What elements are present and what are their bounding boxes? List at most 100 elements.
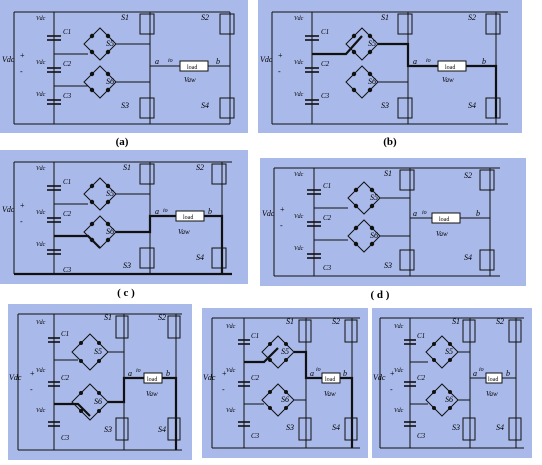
plus-c: + xyxy=(20,201,25,210)
s5-f: S5 xyxy=(281,347,289,356)
minus-b: - xyxy=(278,67,281,76)
vdc-half-top-d: Vdc xyxy=(294,172,304,178)
vdc-half-bot-c: Vdc xyxy=(36,242,46,248)
s3-b: S3 xyxy=(381,101,389,110)
vdc-half-mid-g: Vdc xyxy=(394,368,404,374)
node-a-e: a xyxy=(128,369,132,378)
load-label-g: load xyxy=(488,377,498,383)
s5-e: S5 xyxy=(94,347,102,356)
s6-f: S6 xyxy=(281,395,289,404)
s1-d: S1 xyxy=(384,169,392,178)
plus-d: + xyxy=(280,205,285,214)
current-e: io xyxy=(136,368,141,374)
c3-d: C3 xyxy=(323,264,332,272)
c1-g: C1 xyxy=(417,332,425,340)
vdc-half-top-f: Vdc xyxy=(226,324,236,330)
load-label-d: load xyxy=(439,217,449,223)
s6-b: S6 xyxy=(368,77,376,86)
vdc-label-e: Vdc xyxy=(9,373,22,382)
circuit-panel-e: load Vdc + - Vdc Vdc Vdc C1 C2 C3 S1 S2 … xyxy=(8,304,192,460)
current-d: io xyxy=(422,210,427,216)
s1-c: S1 xyxy=(123,163,131,172)
s1-a: S1 xyxy=(121,13,129,22)
s1-f: S1 xyxy=(286,317,294,326)
circuit-panel-f: load Vdc + - Vdc Vdc Vdc C1 C2 C3 S1 S2 … xyxy=(202,308,368,458)
s4-g: S4 xyxy=(496,423,504,432)
minus-c: - xyxy=(20,217,23,226)
vdc-half-bot-e: Vdc xyxy=(36,408,46,414)
c2-b: C2 xyxy=(321,60,330,68)
circuit-f-svg: load Vdc + - Vdc Vdc Vdc C1 C2 C3 S1 S2 … xyxy=(203,317,360,449)
circuit-b-svg: load Vdc + - Vdc Vdc Vdc C1 C2 C3 S1 S2 … xyxy=(260,11,508,125)
node-a-f: a xyxy=(310,369,314,378)
c1-c: C1 xyxy=(63,178,71,186)
vaw-c: Vaw xyxy=(178,228,190,236)
vdc-half-bot-g: Vdc xyxy=(394,408,404,414)
load-a xyxy=(179,60,209,72)
vdc-half-bot-b: Vdc xyxy=(294,92,304,98)
current-g: io xyxy=(479,367,484,373)
s4-d: S4 xyxy=(464,253,472,262)
circuit-panel-c: load Vdc + - Vdc Vdc Vdc C1 C2 C3 S1 S2 … xyxy=(0,150,248,284)
vdc-half-top-a: Vdc xyxy=(36,16,46,22)
plus-e: + xyxy=(30,369,35,378)
load-label-f: load xyxy=(325,377,335,383)
s1-e: S1 xyxy=(104,313,112,322)
vdc-half-mid-d: Vdc xyxy=(294,214,304,220)
current-f: io xyxy=(316,367,321,373)
vdc-label-a: Vdc xyxy=(2,55,15,64)
s4-c: S4 xyxy=(196,253,204,262)
vdc-half-top-e: Vdc xyxy=(36,320,46,326)
circuit-c-svg: load Vdc + - Vdc Vdc Vdc C1 C2 C3 S1 S2 … xyxy=(2,161,232,276)
minus-f: - xyxy=(222,385,225,394)
c2-e: C2 xyxy=(61,374,70,382)
s2-c: S2 xyxy=(196,163,204,172)
vaw-g: Vaw xyxy=(486,390,498,398)
s1-b: S1 xyxy=(381,13,389,22)
s6-a: S6 xyxy=(106,77,114,86)
s2-e: S2 xyxy=(158,313,166,322)
vdc-half-top-b: Vdc xyxy=(294,16,304,22)
s4-f: S4 xyxy=(332,423,340,432)
minus-d: - xyxy=(280,221,283,230)
node-a-c: a xyxy=(155,207,159,216)
circuit-g-svg: load Vdc + - Vdc Vdc Vdc C1 C2 C3 S1 S2 … xyxy=(373,317,524,449)
node-a-g: a xyxy=(473,369,477,378)
c2-g: C2 xyxy=(417,374,426,382)
s5-g: S5 xyxy=(445,347,453,356)
vdc-half-bot-d: Vdc xyxy=(294,246,304,252)
vaw-b: Vaw xyxy=(442,76,454,84)
circuit-panel-d: load Vdc + - Vdc Vdc Vdc C1 C2 C3 S1 S2 … xyxy=(260,158,526,286)
circuit-a-svg: load Vdc + - Vdc Vdc Vdc C1 C2 C3 S1 S2 … xyxy=(2,11,235,125)
load-label-a: load xyxy=(187,65,197,71)
s2-d: S2 xyxy=(464,171,472,180)
minus-e: - xyxy=(30,385,33,394)
vaw-f: Vaw xyxy=(324,390,336,398)
caption-b: (b) xyxy=(383,136,397,148)
c1-f: C1 xyxy=(251,332,259,340)
load-label-b: load xyxy=(445,65,455,71)
s3-g: S3 xyxy=(452,423,460,432)
current-b: io xyxy=(426,58,431,64)
vdc-label-f: Vdc xyxy=(203,373,216,382)
node-b-a: b xyxy=(216,57,220,66)
s5-b: S5 xyxy=(368,39,376,48)
vdc-half-mid-b: Vdc xyxy=(294,60,304,66)
c1-e: C1 xyxy=(61,330,69,338)
c1-a: C1 xyxy=(63,28,71,36)
s3-e: S3 xyxy=(104,425,112,434)
leg-a-left xyxy=(139,12,180,124)
bridges-a xyxy=(83,27,150,99)
s4-e: S4 xyxy=(158,425,166,434)
s5-c: S5 xyxy=(106,189,114,198)
c1-d: C1 xyxy=(323,182,331,190)
circuit-panel-g: load Vdc + - Vdc Vdc Vdc C1 C2 C3 S1 S2 … xyxy=(372,308,532,458)
caption-c: ( c ) xyxy=(117,287,135,299)
vdc-half-top-c: Vdc xyxy=(36,166,46,172)
s1-g: S1 xyxy=(452,317,460,326)
circuit-panel-a: load Vdc + - Vdc Vdc Vdc C1 C2 C3 S1 S2 … xyxy=(0,0,248,133)
vdc-half-top-g: Vdc xyxy=(394,324,404,330)
caption-a: (a) xyxy=(115,136,129,148)
vdc-half-mid-a: Vdc xyxy=(36,60,46,66)
node-a-d: a xyxy=(413,209,417,218)
